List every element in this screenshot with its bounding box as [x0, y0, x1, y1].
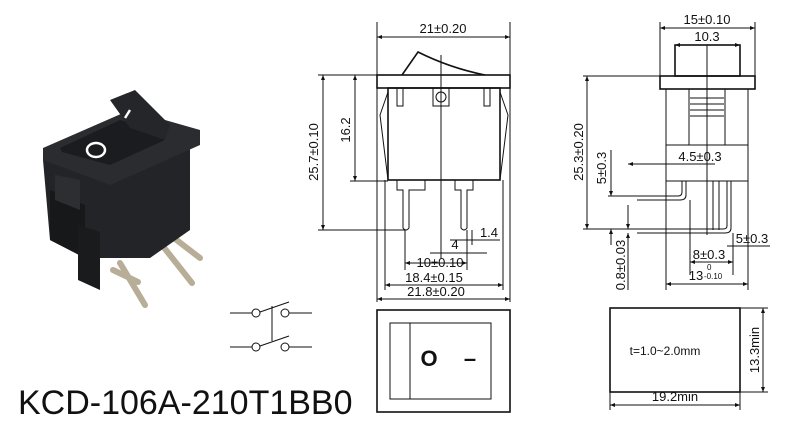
front-height-total: 25.7±0.10 — [306, 123, 321, 181]
side-pin-offset: 5±0.3 — [736, 231, 768, 246]
front-view: 21±0.20 25.7±0.10 16.2 1.4 4 10±0.10 18.… — [306, 21, 511, 302]
top-view: O – — [376, 309, 511, 413]
panel-cutout: t=1.0~2.0mm 13.3min 19.2min — [609, 307, 768, 410]
top-on-symbol: – — [464, 346, 476, 371]
top-off-symbol: O — [420, 346, 437, 371]
side-pin-spacing-inner: 4.5±0.3 — [678, 149, 721, 164]
side-view: 15±0.10 10.3 25.3±0.20 5±0.3 0.8±0.03 4.… — [571, 12, 770, 290]
side-pin-bend-height: 5±0.3 — [594, 152, 609, 184]
side-pin-thickness: 0.8±0.03 — [613, 240, 628, 291]
on-mark-icon — [123, 109, 132, 119]
front-body-width: 21.8±0.20 — [407, 284, 465, 299]
panel-thickness: t=1.0~2.0mm — [630, 344, 701, 358]
panel-min-width: 19.2min — [652, 389, 698, 404]
front-pin-offset: 4 — [451, 237, 458, 252]
front-pin-width: 1.4 — [480, 225, 498, 240]
side-body-depth: 13 — [689, 268, 703, 283]
side-rocker-width: 10.3 — [694, 29, 719, 44]
side-body-depth-tol-upper: 0 — [707, 263, 712, 272]
front-clip-width: 18.4±0.15 — [405, 270, 463, 285]
side-height-total: 25.3±0.20 — [571, 123, 586, 181]
front-pin-pitch: 10±0.10 — [417, 255, 464, 270]
switch-photo — [43, 90, 203, 308]
part-number-title: KCD-106A-210T1BB0 — [18, 384, 353, 422]
dpst-schematic-symbol — [230, 301, 312, 352]
side-pin-span: 8±0.3 — [693, 247, 725, 262]
front-height-body: 16.2 — [338, 117, 353, 142]
side-width-top: 15±0.10 — [684, 12, 731, 27]
panel-min-height: 13.3min — [747, 327, 762, 373]
off-mark-icon — [85, 141, 107, 159]
front-width-top: 21±0.20 — [420, 21, 467, 36]
side-body-depth-tol-lower: -0.10 — [704, 272, 723, 281]
